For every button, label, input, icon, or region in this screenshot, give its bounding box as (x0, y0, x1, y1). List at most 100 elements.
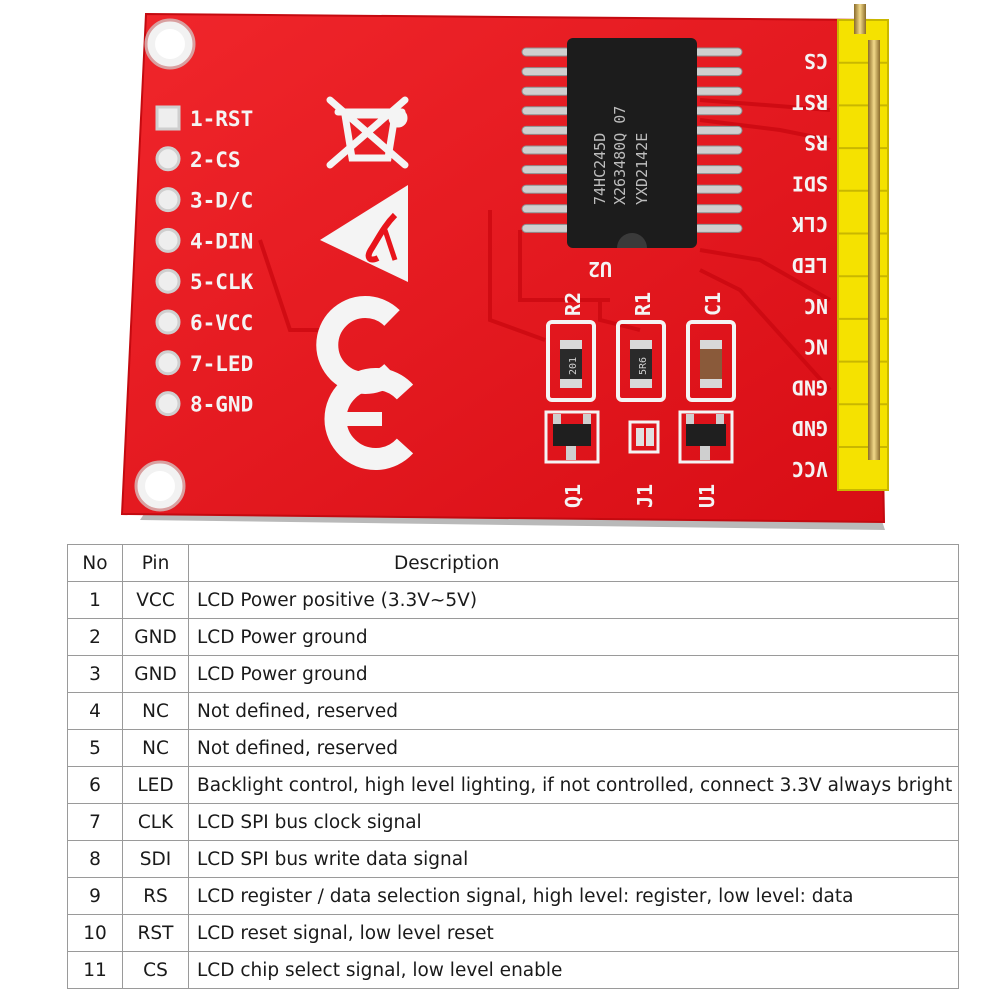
left-pin-label: 8-GND (190, 393, 253, 417)
left-pin-labels: 1-RST 2-CS 3-D/C 4-DIN 5-CLK 6-VCC 7-LED 8-GND (190, 107, 254, 417)
cell-no: 5 (67, 729, 123, 767)
pin-pad (155, 187, 181, 213)
chip-marking-line-3: YXD2142E (633, 133, 651, 205)
right-pin-label: CLK (792, 212, 828, 236)
header-description: Description (188, 544, 959, 582)
left-pin-label: 1-RST (190, 107, 253, 131)
pin-pad (155, 268, 181, 294)
resistor-r2: 201 (546, 320, 596, 402)
label-r1: R1 (631, 292, 655, 316)
cell-description: LCD register / data selection signal, hi… (188, 877, 959, 915)
left-pin-label: 4-DIN (190, 229, 253, 253)
cell-no: 9 (67, 877, 123, 915)
cell-description: LCD Power ground (188, 618, 959, 656)
left-pin-label: 7-LED (190, 352, 253, 376)
cell-pin: RST (122, 914, 189, 952)
pcb-traces (258, 98, 832, 392)
right-pin-label: GND (792, 375, 828, 399)
mounting-hole-icon (144, 18, 196, 70)
cell-description: Not defined, reserved (188, 692, 959, 730)
resistor-code-r1: 5R6 (638, 357, 649, 375)
header-no: No (67, 544, 123, 582)
cell-no: 10 (67, 914, 123, 952)
right-pin-label: RST (792, 90, 828, 114)
left-pin-label: 2-CS (190, 148, 241, 172)
cell-description: LCD Power positive (3.3V~5V) (188, 581, 959, 619)
left-pin-label: 6-VCC (190, 311, 253, 335)
cell-no: 1 (67, 581, 123, 619)
right-pin-label: NC (804, 294, 828, 318)
cell-pin: SDI (122, 840, 189, 878)
right-pin-label: GND (792, 416, 828, 440)
mounting-hole-icon (134, 460, 186, 512)
regulator-u1 (678, 410, 734, 464)
cell-no: 4 (67, 692, 123, 730)
left-pin-label: 3-D/C (190, 189, 253, 213)
label-r2: R2 (561, 292, 585, 316)
right-pin-label: CS (804, 49, 828, 73)
cell-description: LCD SPI bus clock signal (188, 803, 959, 841)
table-header-row: No Pin Description (67, 544, 959, 582)
header-pin: Pin (122, 544, 189, 582)
cell-no: 3 (67, 655, 123, 693)
pcb-body (120, 12, 886, 524)
cell-description: LCD reset signal, low level reset (188, 914, 959, 952)
header-pin-tip (854, 4, 866, 34)
header-pins (868, 40, 880, 460)
cell-pin: GND (122, 618, 189, 656)
cell-pin: VCC (122, 581, 189, 619)
cell-description: LCD Power ground (188, 655, 959, 693)
transistor-q1 (544, 410, 600, 464)
capacitor-c1 (686, 320, 736, 402)
cell-description: Backlight control, high level lighting, … (188, 766, 959, 804)
pin-pad (155, 391, 181, 417)
left-pin-label: 5-CLK (190, 270, 254, 294)
left-pin-pads (155, 105, 181, 417)
resistor-code-r2: 201 (568, 357, 579, 375)
pin-pad (155, 227, 181, 253)
pin-header (837, 4, 889, 491)
cell-no: 7 (67, 803, 123, 841)
pcb-board-image: 74HC245D X263480Q 07 YXD2142E U2 201 5R6 (120, 4, 889, 530)
pin-pad (155, 309, 181, 335)
right-pin-label: RS (804, 131, 828, 155)
cell-pin: GND (122, 655, 189, 693)
cell-description: LCD chip select signal, low level enable (188, 951, 959, 989)
cell-pin: RS (122, 877, 189, 915)
chip-marking-line-2: X263480Q 07 (611, 106, 629, 205)
right-pin-label: NC (804, 335, 828, 359)
label-j1: J1 (633, 484, 657, 508)
cell-description: Not defined, reserved (188, 729, 959, 767)
right-pin-label: LED (792, 253, 828, 277)
jumper-j1 (628, 420, 660, 454)
cell-no: 8 (67, 840, 123, 878)
chip-marking-line-1: 74HC245D (591, 133, 609, 205)
pin-pad (155, 105, 181, 131)
label-q1: Q1 (561, 484, 585, 508)
no-trash-icon (326, 96, 409, 169)
right-pin-label: SDI (792, 171, 828, 195)
ce-mark-icon (316, 296, 414, 470)
cell-description: LCD SPI bus write data signal (188, 840, 959, 878)
cell-no: 11 (67, 951, 123, 989)
cell-pin: NC (122, 729, 189, 767)
cell-pin: CLK (122, 803, 189, 841)
cell-no: 6 (67, 766, 123, 804)
pin-pad (155, 146, 181, 172)
resistor-r1: 5R6 (616, 320, 666, 402)
label-u1: U1 (695, 484, 719, 508)
chip-74hc245d: 74HC245D X263480Q 07 YXD2142E (567, 38, 697, 248)
pin-pad (155, 350, 181, 376)
